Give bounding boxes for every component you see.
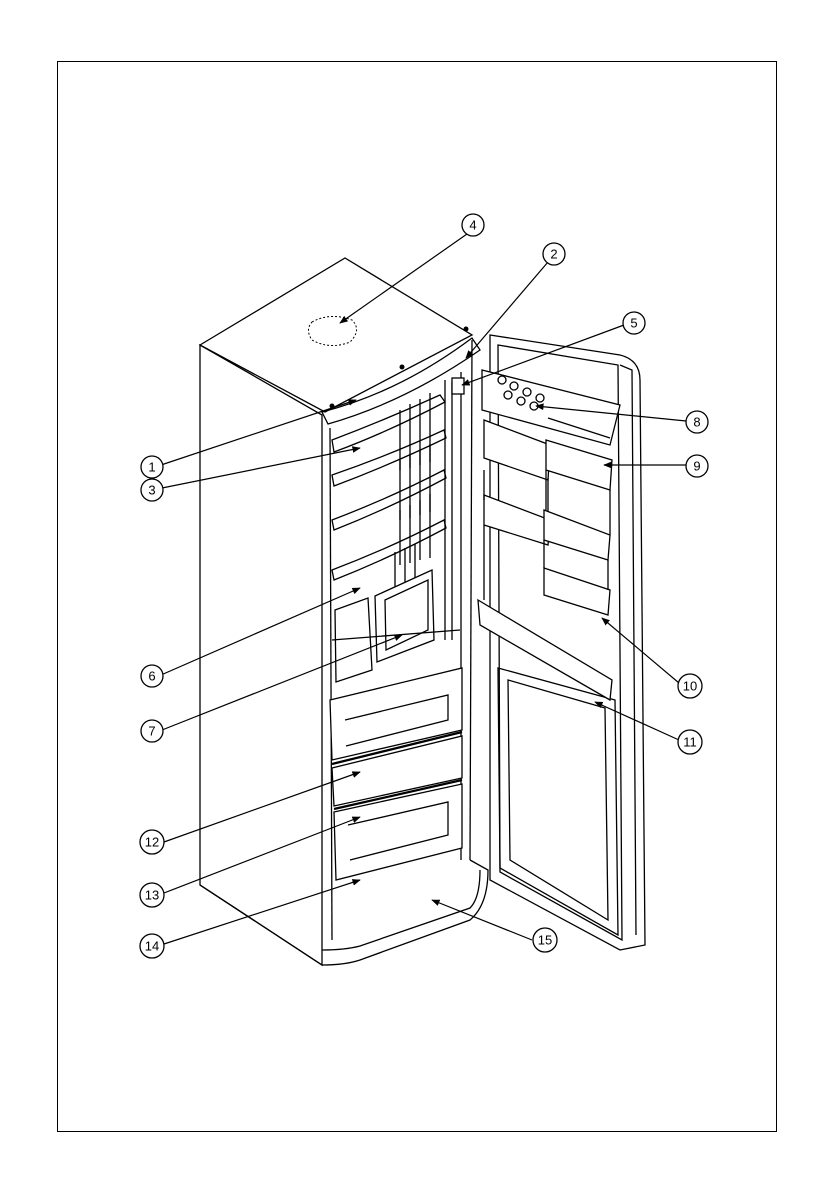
callout-15-label: 15 bbox=[538, 933, 552, 948]
fridge-door bbox=[478, 335, 645, 950]
callout-12: 12 bbox=[140, 830, 164, 854]
callout-2: 2 bbox=[543, 243, 565, 265]
callout-11-label: 11 bbox=[683, 735, 697, 750]
callout-10-label: 10 bbox=[683, 679, 697, 694]
freezer-drawers bbox=[330, 668, 462, 880]
callout-14: 14 bbox=[140, 934, 164, 958]
callout-9: 9 bbox=[686, 455, 708, 477]
callout-9-label: 9 bbox=[693, 459, 700, 474]
callout-7: 7 bbox=[141, 720, 163, 742]
callout-5: 5 bbox=[623, 312, 645, 334]
top-hinge bbox=[452, 378, 464, 394]
callout-2-label: 2 bbox=[550, 247, 557, 262]
callout-8-label: 8 bbox=[693, 415, 700, 430]
callout-1-label: 1 bbox=[148, 460, 155, 475]
callout-4-label: 4 bbox=[469, 218, 476, 233]
fridge-shelves bbox=[332, 393, 446, 600]
callout-6: 6 bbox=[141, 665, 163, 687]
callout-6-label: 6 bbox=[148, 669, 155, 684]
crisper-drawers bbox=[332, 570, 460, 682]
callout-10: 10 bbox=[678, 674, 702, 698]
callout-12-label: 12 bbox=[145, 835, 159, 850]
callout-13-label: 13 bbox=[145, 888, 159, 903]
callout-5-label: 5 bbox=[630, 316, 637, 331]
callout-7-label: 7 bbox=[148, 724, 155, 739]
callout-3-label: 3 bbox=[148, 483, 155, 498]
callout-8: 8 bbox=[686, 411, 708, 433]
callout-3: 3 bbox=[141, 479, 163, 501]
callout-4: 4 bbox=[462, 214, 484, 236]
callout-11: 11 bbox=[678, 730, 702, 754]
callout-1: 1 bbox=[141, 456, 163, 478]
callout-13: 13 bbox=[140, 883, 164, 907]
callout-15: 15 bbox=[533, 928, 557, 952]
callout-14-label: 14 bbox=[145, 939, 159, 954]
